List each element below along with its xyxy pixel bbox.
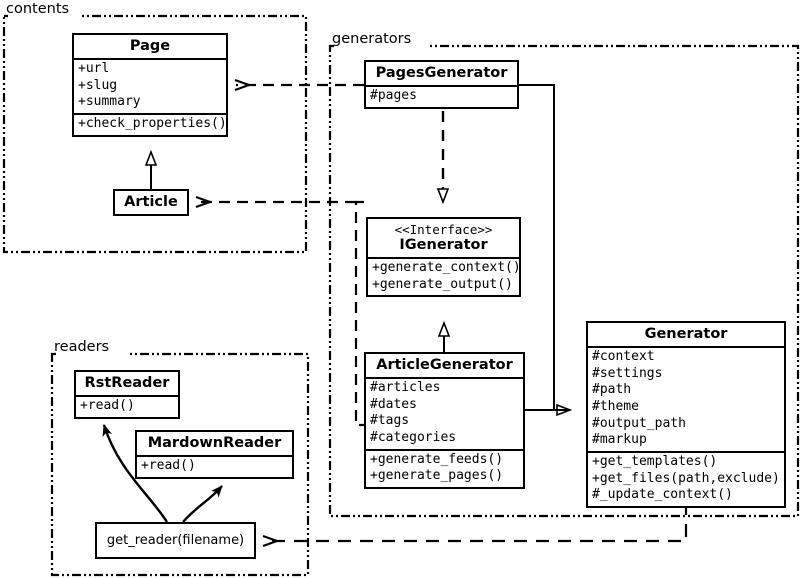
package-label-contents: contents (6, 1, 70, 17)
operation: +read() (141, 458, 196, 474)
class-pages-generator-title: PagesGenerator (366, 62, 517, 88)
class-pages-generator-attributes: #pages (366, 87, 517, 107)
rel-articlegenerator-article (354, 200, 364, 427)
class-igenerator[interactable]: <<Interface>> IGenerator +generate_conte… (366, 217, 521, 298)
operation: +read() (80, 398, 135, 414)
class-mardown-reader[interactable]: MardownReader +read() (135, 430, 294, 479)
class-igenerator-title: <<Interface>> IGenerator (368, 219, 519, 260)
class-igenerator-stereotype: <<Interface>> (394, 222, 493, 237)
function-box-label: get_reader(filename) (106, 533, 245, 548)
rel-getreader-rstreader (102, 424, 169, 523)
attribute: #articles (370, 380, 441, 396)
class-article-generator-operations: +generate_feeds() +generate_pages() (366, 451, 523, 487)
class-rst-reader[interactable]: RstReader +read() (74, 370, 180, 419)
operation: +generate_context() (372, 260, 521, 276)
class-rst-reader-title: RstReader (76, 372, 178, 398)
attribute: #settings (592, 365, 663, 381)
operation: +check_properties() (78, 116, 227, 132)
class-generator-attributes: #context #settings #path #theme #output_… (588, 348, 784, 453)
class-page-operations: +check_properties() (74, 115, 227, 135)
attribute: #categories (370, 430, 457, 446)
class-article-title: Article (124, 194, 178, 210)
class-igenerator-operations: +generate_context() +generate_output() (368, 259, 521, 295)
operation: +generate_pages() (370, 468, 504, 484)
class-page-attributes: +url +slug +summary (74, 60, 226, 116)
class-generator-title: Generator (588, 323, 784, 349)
operation: +get_templates() (592, 453, 718, 469)
attribute: #output_path (592, 415, 686, 431)
operation: +get_files(path,exclude) (592, 470, 780, 486)
class-article[interactable]: Article (113, 189, 189, 217)
package-label-readers: readers (54, 339, 110, 355)
attribute: #pages (370, 88, 417, 104)
attribute: #theme (592, 399, 639, 415)
class-mardown-reader-title: MardownReader (137, 432, 292, 458)
attribute: +summary (78, 94, 141, 110)
operation: +generate_output() (372, 276, 513, 292)
class-article-generator-attributes: #articles #dates #tags #categories (366, 379, 523, 451)
attribute: +slug (78, 77, 118, 93)
class-generator[interactable]: Generator #context #settings #path #them… (586, 321, 786, 508)
class-page-title: Page (74, 35, 226, 61)
class-mardown-reader-operations: +read() (137, 457, 292, 477)
class-generator-operations: +get_templates() +get_files(path,exclude… (588, 453, 784, 506)
attribute: #markup (592, 432, 647, 448)
rel-pagesgenerator-generator (519, 84, 570, 410)
class-page[interactable]: Page +url +slug +summary +check_properti… (72, 33, 228, 137)
class-article-generator-title: ArticleGenerator (366, 354, 523, 380)
attribute: +url (78, 61, 110, 77)
package-border-contents (2, 14, 308, 254)
operation: +generate_feeds() (370, 451, 504, 467)
class-pages-generator[interactable]: PagesGenerator #pages (364, 60, 519, 109)
rel-generator-getreader (262, 502, 688, 547)
class-article-generator[interactable]: ArticleGenerator #articles #dates #tags … (364, 352, 525, 489)
attribute: #path (592, 382, 632, 398)
package-border-generators (328, 44, 800, 518)
package-label-generators: generators (332, 31, 412, 47)
rel-getreader-mardownreader (182, 485, 223, 523)
attribute: #dates (370, 396, 417, 412)
function-box-get-reader[interactable]: get_reader(filename) (95, 522, 256, 559)
attribute: #context (592, 349, 655, 365)
class-rst-reader-operations: +read() (76, 397, 178, 417)
class-igenerator-name: IGenerator (399, 237, 488, 253)
operation: #_update_context() (592, 487, 733, 503)
attribute: #tags (370, 413, 410, 429)
